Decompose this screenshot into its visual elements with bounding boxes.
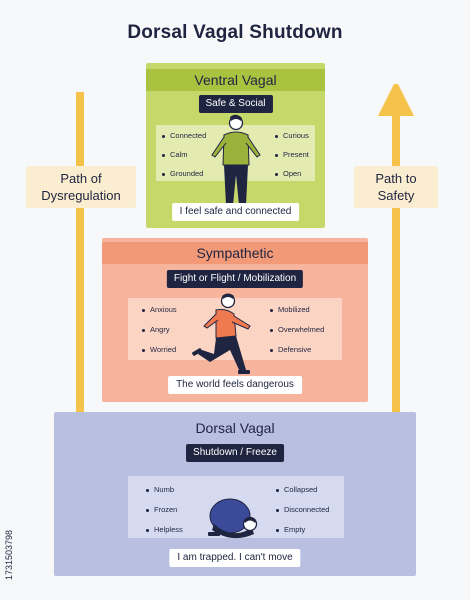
- trait-item: Disconnected: [276, 505, 329, 514]
- running-person-illustration: [192, 293, 251, 374]
- trait-item: Present: [275, 150, 309, 159]
- trait-item: Connected: [162, 131, 206, 140]
- path-of-dysregulation-label: Path of Dysregulation: [26, 166, 136, 208]
- curled-person-illustration: [208, 498, 258, 539]
- trait-item: Grounded: [162, 169, 203, 178]
- trait-item: Numb: [146, 485, 174, 494]
- ventral-vagal-panel: Ventral Vagal Safe & Social Connected Ca…: [146, 63, 325, 228]
- standing-person-illustration: [211, 114, 261, 208]
- ventral-tag: Safe & Social: [198, 95, 273, 113]
- trait-item: Collapsed: [276, 485, 317, 494]
- path-to-safety-label: Path to Safety: [354, 166, 438, 208]
- ventral-caption: I feel safe and connected: [171, 203, 300, 221]
- trait-item: Helpless: [146, 525, 183, 534]
- trait-item: Calm: [162, 150, 188, 159]
- trait-item: Empty: [276, 525, 305, 534]
- sympathetic-tag: Fight or Flight / Mobilization: [166, 270, 304, 288]
- trait-item: Worried: [142, 345, 176, 354]
- trait-item: Open: [275, 169, 301, 178]
- trait-item: Curious: [275, 131, 309, 140]
- trait-item: Defensive: [270, 345, 311, 354]
- sympathetic-caption: The world feels dangerous: [168, 376, 302, 394]
- stock-image-id: 1731503798: [4, 529, 14, 580]
- up-arrow-icon: [378, 84, 414, 542]
- dorsal-vagal-title: Dorsal Vagal: [195, 420, 275, 436]
- trait-item: Angry: [142, 325, 170, 334]
- dorsal-caption: I am trapped. I can't move: [169, 549, 301, 567]
- trait-item: Overwhelmed: [270, 325, 324, 334]
- sympathetic-title: Sympathetic: [102, 242, 368, 264]
- ventral-vagal-title: Ventral Vagal: [146, 69, 325, 91]
- sympathetic-panel: Sympathetic Fight or Flight / Mobilizati…: [102, 238, 368, 402]
- trait-item: Anxious: [142, 305, 177, 314]
- page-title: Dorsal Vagal Shutdown: [127, 22, 343, 43]
- dorsal-tag: Shutdown / Freeze: [186, 444, 284, 462]
- trait-item: Frozen: [146, 505, 177, 514]
- trait-item: Mobilized: [270, 305, 310, 314]
- dorsal-vagal-panel: Dorsal Vagal Shutdown / Freeze Numb Froz…: [54, 412, 416, 576]
